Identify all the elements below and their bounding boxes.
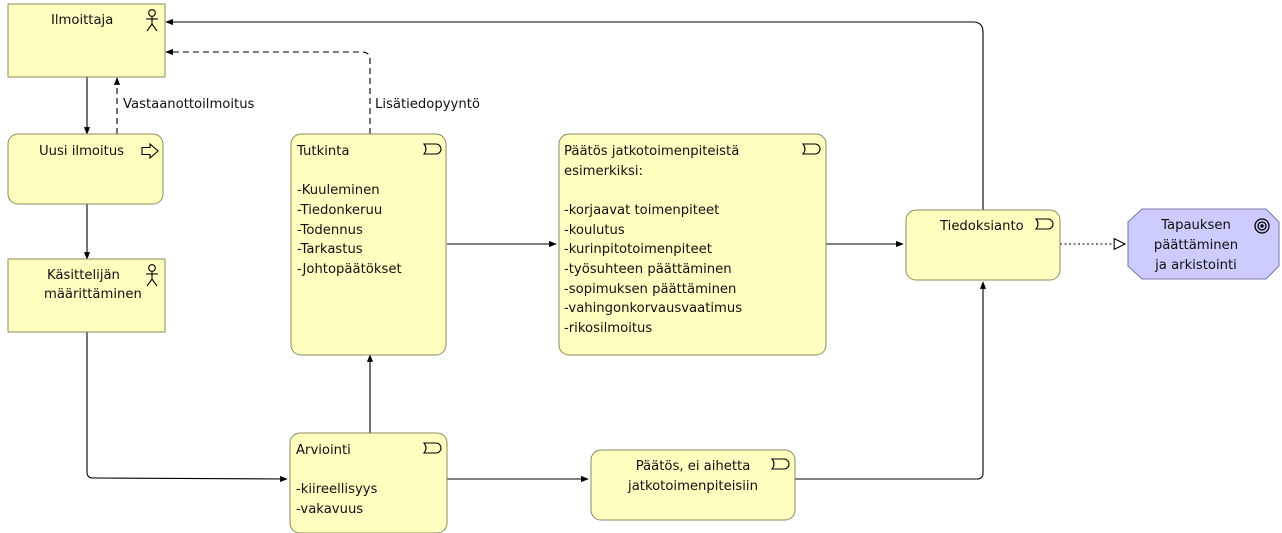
node-paatos-ei-aihetta[interactable]: Päätös, ei aihetta jatkotoimenpiteisiin [590,449,796,521]
list-item: -kurinpitotoimenpiteet [564,242,712,257]
node-title: Tutkinta [296,144,350,159]
node-box [289,432,448,533]
event-arrow-icon [141,142,159,160]
node-line: määrittäminen [44,287,142,302]
process-icon [422,442,442,454]
list-item: -Tarkastus [297,242,363,257]
actor-icon [146,9,158,32]
node-title-line: Päätös jatkotoimenpiteistä [564,144,739,159]
node-arviointi[interactable]: Arviointi -kiireellisyys -vakavuus [289,432,448,533]
node-ilmoittaja[interactable]: Ilmoittaja [7,3,166,78]
node-box [7,133,164,205]
target-icon [1254,218,1270,234]
connector-tiedoksianto-to-ilmoittaja [165,18,984,210]
node-line: Tapauksen [1160,218,1231,233]
list-item: -sopimuksen päättäminen [564,282,736,297]
node-box [7,258,166,333]
list-item: -rikosilmoitus [564,321,652,336]
process-icon [770,458,790,470]
connector-kasittelija-to-arviointi [86,332,288,483]
node-line: päättäminen [1154,238,1238,253]
node-uusi-ilmoitus[interactable]: Uusi ilmoitus [7,133,164,205]
node-title: Arviointi [296,443,351,458]
node-box [7,3,166,78]
node-box [1127,208,1280,280]
node-tutkinta[interactable]: Tutkinta -Kuuleminen -Tiedonkeruu -Toden… [290,133,447,356]
actor-icon [146,264,158,287]
process-icon [1034,218,1054,230]
node-kasittelija[interactable]: Käsittelijän määrittäminen [7,258,166,333]
node-box [558,133,827,356]
node-line: Käsittelijän [47,268,120,283]
connectors [83,18,1125,483]
connector-ei-aihetta-to-tiedoksianto [795,281,987,480]
process-icon [422,143,442,155]
label-vastaanottoilmoitus: Vastaanottoilmoitus [123,97,255,112]
node-title: Uusi ilmoitus [39,144,124,159]
node-paatos-jatkotoimenpiteista[interactable]: Päätös jatkotoimenpiteistä esimerkiksi: … [558,133,827,356]
node-box [590,449,796,521]
list-item: -korjaavat toimenpiteet [564,203,719,218]
node-title: Tiedoksianto [939,219,1024,234]
list-item: -Todennus [297,223,363,238]
list-item: -koulutus [564,223,625,238]
list-item: -työsuhteen päättäminen [564,262,732,277]
list-item: -vakavuus [296,502,363,517]
node-line: Päätös, ei aihetta [636,459,751,474]
node-title: Ilmoittaja [51,13,113,28]
list-item: -Kuuleminen [297,183,380,198]
node-line: ja arkistointi [1154,258,1237,273]
node-box [905,209,1061,281]
process-icon [801,143,821,155]
list-item: -kiireellisyys [296,482,378,497]
connector-lisatiedopyynto [165,48,371,134]
label-lisatiedopyynto: Lisätiedopyyntö [375,97,480,112]
list-item: -vahingonkorvausvaatimus [564,301,742,316]
node-tapauksen-paattaminen[interactable]: Tapauksen päättäminen ja arkistointi [1127,208,1280,280]
node-box [290,133,447,356]
list-item: -Johtopäätökset [297,262,402,277]
node-line: jatkotoimenpiteisiin [627,479,758,494]
node-tiedoksianto[interactable]: Tiedoksianto [905,209,1061,281]
list-item: -Tiedonkeruu [297,203,382,218]
node-title-line: esimerkiksi: [564,164,643,179]
